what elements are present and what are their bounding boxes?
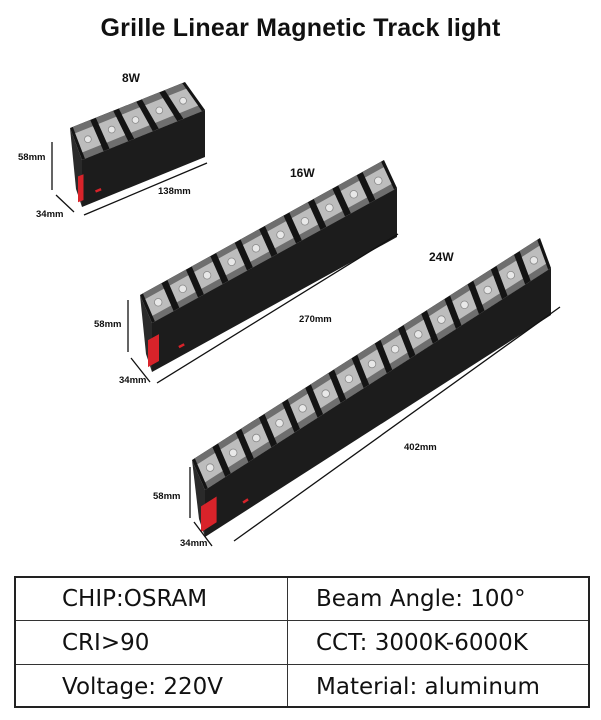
length-label-8w: 138mm <box>158 186 191 197</box>
page-title: Grille Linear Magnetic Track light <box>100 14 501 42</box>
table-divider <box>16 664 588 665</box>
lens <box>390 345 400 354</box>
front-face <box>152 188 397 372</box>
dimension-line <box>130 357 151 383</box>
length-label-16w: 270mm <box>299 314 332 325</box>
spec-cct: CCT: 3000K-6000K <box>316 630 528 656</box>
front-face <box>205 268 551 537</box>
lens <box>300 217 310 226</box>
lens <box>155 106 164 115</box>
lens <box>325 203 334 212</box>
lens <box>251 244 261 253</box>
lens <box>298 404 307 413</box>
front-face <box>82 110 205 207</box>
spec-beam-angle: Beam Angle: 100° <box>316 586 526 612</box>
lens <box>107 125 116 134</box>
dimension-line <box>156 233 399 384</box>
lens <box>252 433 261 443</box>
table-divider <box>287 578 288 706</box>
magnet-pad <box>148 334 159 368</box>
height-label-8w: 58mm <box>18 152 46 163</box>
magnet-pad <box>201 496 217 533</box>
dimension-line <box>233 306 561 542</box>
lens <box>437 315 446 324</box>
lens <box>275 419 284 428</box>
light-8w-image <box>51 82 208 216</box>
watt-label-24w: 24W <box>429 250 454 264</box>
light-24w-image <box>189 238 561 547</box>
indicator <box>95 188 102 193</box>
lens <box>506 271 515 280</box>
light-16w-image <box>127 160 399 384</box>
lens <box>205 463 215 472</box>
spec-cri: CRI>90 <box>62 630 150 656</box>
lens <box>178 284 187 293</box>
indicator <box>242 498 249 504</box>
length-label-24w: 402mm <box>404 442 437 453</box>
lens <box>321 389 330 398</box>
indicator <box>178 343 185 349</box>
lens <box>202 271 212 280</box>
lens <box>227 257 236 266</box>
lens <box>529 256 539 265</box>
lens <box>349 190 358 199</box>
spec-material: Material: aluminum <box>316 674 540 700</box>
lens <box>131 116 140 124</box>
table-divider <box>16 620 588 621</box>
lens <box>179 97 187 105</box>
dimension-line <box>55 194 75 213</box>
lens <box>374 176 383 185</box>
dimension-line <box>83 162 208 216</box>
width-label-16w: 34mm <box>119 375 147 386</box>
spec-voltage: Voltage: 220V <box>62 674 223 700</box>
lens <box>153 298 163 307</box>
watt-label-8w: 8W <box>122 71 140 85</box>
lens <box>367 359 377 369</box>
spec-table: CHIP:OSRAM Beam Angle: 100° CRI>90 CCT: … <box>14 576 590 708</box>
lens <box>344 374 354 383</box>
product-illustrations <box>51 82 561 547</box>
lens <box>276 230 285 239</box>
lens <box>84 135 92 144</box>
lens <box>483 285 492 295</box>
spec-chip: CHIP:OSRAM <box>62 586 208 612</box>
magnet-pad <box>78 174 84 203</box>
lens <box>460 300 469 309</box>
lens <box>414 330 423 339</box>
height-label-24w: 58mm <box>153 491 181 502</box>
dimension-line <box>193 521 213 547</box>
width-label-8w: 34mm <box>36 209 64 220</box>
height-label-16w: 58mm <box>94 319 122 330</box>
watt-label-16w: 16W <box>290 166 315 180</box>
width-label-24w: 34mm <box>180 538 208 549</box>
lens <box>228 448 238 457</box>
